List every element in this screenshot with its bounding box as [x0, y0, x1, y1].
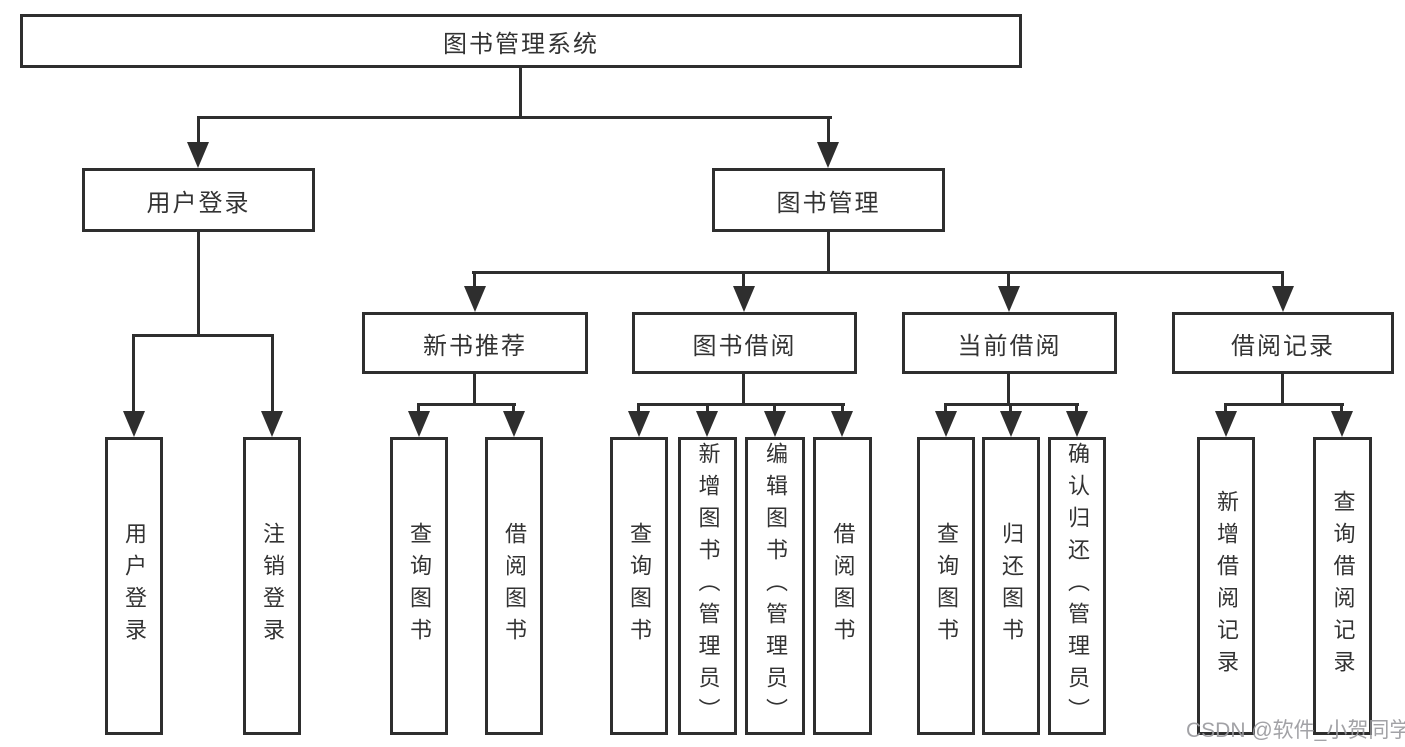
connector-line [197, 118, 200, 146]
leaf-query-book-recommend: 查询图书 [390, 437, 448, 735]
arrow-down-icon [696, 411, 718, 437]
leaf-confirm-return-admin: 确认归还（管理员） [1048, 437, 1106, 735]
connector-line [1224, 403, 1344, 406]
leaf-borrow-book-recommend: 借阅图书 [485, 437, 543, 735]
connector-line [1007, 374, 1010, 405]
leaf-borrow-book: 借阅图书 [813, 437, 872, 735]
connector-line [742, 374, 745, 405]
arrow-down-icon [187, 142, 209, 168]
connector-line [1224, 405, 1227, 415]
connector-line [472, 271, 1284, 274]
connector-line [1007, 273, 1010, 289]
connector-line [827, 118, 830, 146]
leaf-edit-book-admin: 编辑图书（管理员） [745, 437, 805, 735]
connector-line [944, 405, 947, 415]
arrow-down-icon [628, 411, 650, 437]
csdn-watermark: CSDN @软件_小贺同学 [1186, 719, 1405, 742]
connector-line [773, 405, 776, 415]
arrow-down-icon [998, 286, 1020, 312]
arrow-down-icon [1331, 411, 1353, 437]
leaf-query-book-current: 查询图书 [917, 437, 975, 735]
leaf-logout: 注销登录 [243, 437, 301, 735]
connector-line [132, 334, 274, 337]
arrow-down-icon [1000, 411, 1022, 437]
arrow-down-icon [935, 411, 957, 437]
node-new-book-recommend: 新书推荐 [362, 312, 588, 374]
connector-line [271, 336, 274, 416]
node-root: 图书管理系统 [20, 14, 1022, 68]
connector-line [1075, 405, 1078, 415]
node-borrow-record: 借阅记录 [1172, 312, 1394, 374]
connector-line [1340, 405, 1343, 415]
connector-line [473, 273, 476, 289]
connector-line [417, 403, 516, 406]
connector-line [944, 403, 1079, 406]
leaf-add-borrow-record: 新增借阅记录 [1197, 437, 1255, 735]
connector-line [706, 405, 709, 415]
arrow-down-icon [503, 411, 525, 437]
arrow-down-icon [1066, 411, 1088, 437]
arrow-down-icon [464, 286, 486, 312]
connector-line [827, 232, 830, 273]
arrow-down-icon [764, 411, 786, 437]
arrow-down-icon [817, 142, 839, 168]
connector-line [1281, 374, 1284, 405]
leaf-add-book-admin: 新增图书（管理员） [678, 437, 737, 735]
connector-line [841, 405, 844, 415]
connector-line [197, 116, 832, 119]
connector-line [1009, 405, 1012, 415]
node-book-management: 图书管理 [712, 168, 945, 232]
connector-line [512, 405, 515, 415]
connector-line [473, 374, 476, 405]
arrow-down-icon [733, 286, 755, 312]
arrow-down-icon [261, 411, 283, 437]
connector-line [197, 232, 200, 336]
arrow-down-icon [408, 411, 430, 437]
arrow-down-icon [1215, 411, 1237, 437]
connector-line [132, 336, 135, 416]
node-current-borrow: 当前借阅 [902, 312, 1117, 374]
connector-line [637, 405, 640, 415]
connector-line [417, 405, 420, 415]
leaf-query-borrow-record: 查询借阅记录 [1313, 437, 1372, 735]
connector-line [1281, 273, 1284, 289]
arrow-down-icon [1272, 286, 1294, 312]
leaf-user-login: 用户登录 [105, 437, 163, 735]
leaf-return-book: 归还图书 [982, 437, 1040, 735]
arrow-down-icon [123, 411, 145, 437]
connector-line [519, 68, 522, 118]
connector-line [742, 273, 745, 289]
node-user-login: 用户登录 [82, 168, 315, 232]
leaf-query-book-borrow: 查询图书 [610, 437, 668, 735]
node-book-borrow: 图书借阅 [632, 312, 857, 374]
arrow-down-icon [831, 411, 853, 437]
connector-line [637, 403, 845, 406]
